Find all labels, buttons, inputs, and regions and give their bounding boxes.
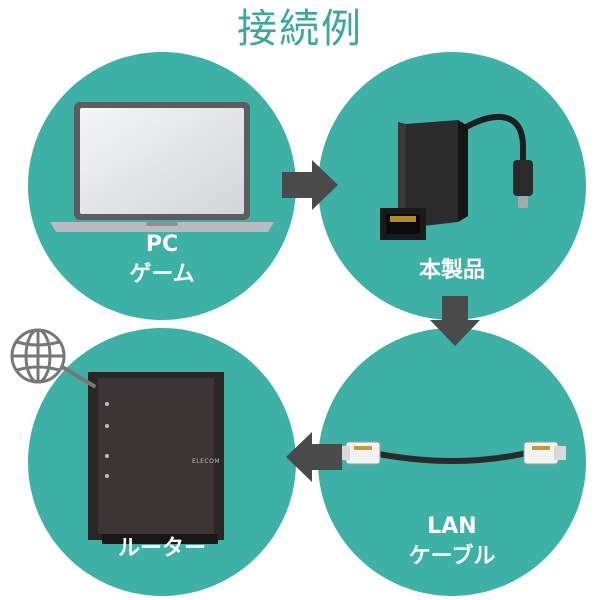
node-pc-label-line1: PC <box>145 232 179 257</box>
node-cable-label-line2: ケーブル <box>408 544 496 569</box>
router-icon <box>88 372 224 544</box>
usb-lan-adapter-icon <box>380 113 533 240</box>
node-cable: LAN ケーブル <box>318 328 586 596</box>
node-pc-label: PC ゲーム <box>28 230 296 290</box>
arrow-down-icon <box>430 296 480 346</box>
page-title: 接続例 <box>237 6 363 52</box>
arrow-left-icon <box>286 432 342 482</box>
node-adapter-label-line1: 本製品 <box>418 258 485 283</box>
node-adapter-label: 本製品 <box>318 256 586 286</box>
globe-icon <box>10 328 96 388</box>
node-adapter: 本製品 <box>318 52 586 320</box>
node-router-label-line1: ルーター <box>117 536 206 561</box>
router-brand: ELECOM <box>192 458 221 465</box>
node-router: ELECOM ルーター <box>28 328 296 596</box>
laptop-icon <box>50 102 274 232</box>
lan-cable-icon <box>338 441 566 465</box>
node-router-label: ルーター <box>28 534 296 564</box>
node-cable-label-line1: LAN <box>427 514 477 539</box>
node-pc-label-line2: ゲーム <box>129 262 195 287</box>
node-pc: PC ゲーム <box>28 52 296 320</box>
node-cable-label: LAN ケーブル <box>318 512 586 572</box>
arrow-right-icon <box>282 160 338 210</box>
